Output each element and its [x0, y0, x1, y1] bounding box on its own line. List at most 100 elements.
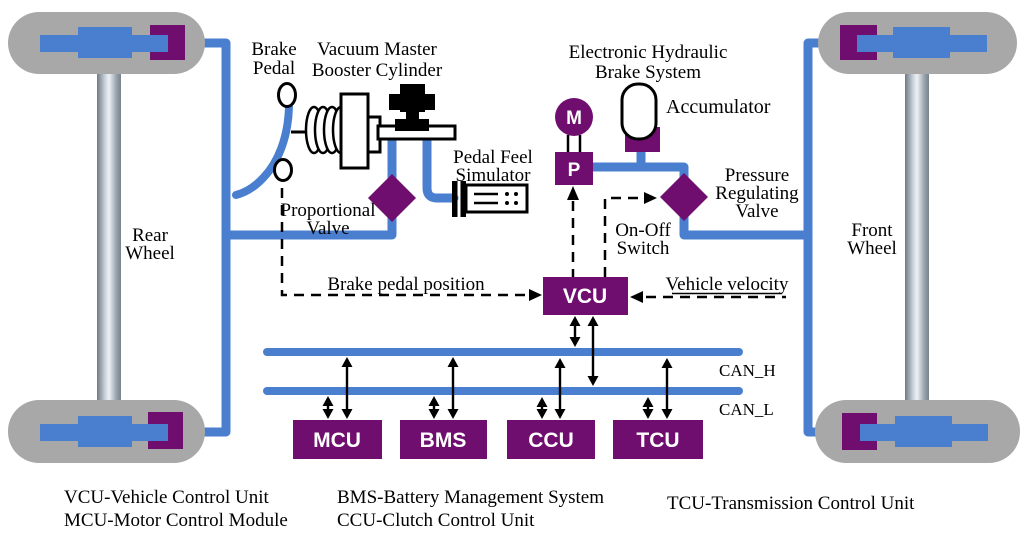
rear-wheel-label: Rear	[132, 225, 169, 246]
arrowhead	[536, 409, 548, 419]
motor-icon	[555, 98, 593, 136]
vehicle-velocity-label: Vehicle velocity	[666, 274, 789, 295]
can-arrows	[322, 316, 673, 419]
brake-pedal-arm	[232, 103, 293, 199]
arrowhead	[322, 409, 334, 419]
wheel-cylinder-body	[78, 416, 132, 447]
pressure-regulating-valve-label: Pressure	[725, 165, 789, 186]
pressure-regulating-valve-icon	[660, 173, 708, 221]
mcu-label: MCU	[313, 429, 361, 452]
arrowhead-left	[630, 291, 643, 303]
can-double-arrow	[341, 357, 353, 419]
vacuum-booster-icon	[304, 84, 457, 170]
brake-pedal-position-label: Brake pedal position	[327, 274, 485, 295]
arrowhead	[341, 409, 353, 419]
rear-brake-circuit-pipe	[179, 38, 231, 437]
can-double-arrow	[554, 358, 566, 419]
ehb-label: Electronic Hydraulic	[569, 42, 728, 63]
arrowhead	[322, 396, 334, 406]
pedal-pivot-bottom	[273, 158, 293, 182]
front-wheel-label: Front	[851, 220, 893, 241]
pump-icon	[555, 152, 593, 185]
can-l-label: CAN_L	[719, 400, 774, 419]
arrowhead	[554, 358, 566, 368]
legend-vcu: VCU-Vehicle Control Unit	[64, 487, 269, 508]
ehb-label: Brake System	[595, 62, 701, 83]
can-double-arrow	[536, 397, 548, 419]
can-h-label: CAN_H	[719, 361, 776, 380]
arrowhead	[661, 409, 673, 419]
can-double-arrow	[322, 396, 334, 419]
vcu-label: VCU	[563, 285, 607, 308]
tcu-box	[613, 420, 703, 459]
arrowhead-right	[644, 192, 657, 204]
legend-ccu: CCU-Clutch Control Unit	[337, 510, 535, 531]
rear-axle	[97, 70, 121, 404]
ccu-label: CCU	[528, 429, 574, 452]
rear-wheel-label: Wheel	[125, 243, 175, 264]
vcu-to-onoff-switch-signal	[603, 196, 640, 277]
arrowhead	[447, 409, 459, 419]
arrowhead	[428, 396, 440, 406]
ccu-box	[507, 420, 595, 459]
pedal-feel-simulator-label: Simulator	[456, 165, 532, 186]
arrowhead	[587, 316, 599, 326]
simulator-pipe	[422, 127, 459, 203]
can-double-arrow	[642, 397, 654, 419]
wheel-cylinder-body	[895, 416, 952, 447]
pedal-pivot-top	[277, 82, 297, 108]
on-off-switch-label: Switch	[617, 238, 670, 259]
vacuum-booster-label: Vacuum Master	[317, 39, 437, 60]
vcu-box	[543, 277, 628, 315]
brake-pedal-label: Brake	[251, 39, 296, 60]
bms-label: BMS	[420, 429, 467, 452]
arrowhead	[569, 337, 581, 347]
front-right-wheel-top	[818, 12, 1017, 74]
tcu-label: TCU	[636, 429, 679, 452]
pressure-regulating-valve-label: Valve	[735, 201, 778, 222]
arrowhead	[428, 409, 440, 419]
wheel-cylinder-body	[893, 27, 950, 58]
can-double-arrow	[587, 316, 599, 386]
arrowhead	[447, 357, 459, 367]
rear-feed-pipe	[221, 127, 397, 240]
arrowhead-right	[529, 289, 542, 301]
proportional-valve-label: Valve	[306, 218, 349, 239]
pedal-feel-simulator-label: Pedal Feel	[453, 147, 533, 168]
accumulator-icon	[620, 82, 658, 141]
motor-label: M	[566, 108, 582, 129]
vacuum-booster-label: Booster Cylinder	[312, 60, 443, 81]
accumulator-label: Accumulator	[666, 96, 771, 118]
can-double-arrow	[569, 316, 581, 347]
brake-pedal-position-signal	[280, 188, 526, 297]
arrowhead-up	[567, 186, 579, 200]
legend-tcu: TCU-Transmission Control Unit	[667, 493, 915, 514]
arrowhead	[661, 358, 673, 368]
brake-pedal-label: Pedal	[253, 58, 295, 79]
rear-left-wheel-bottom	[8, 400, 205, 463]
front-brake-circuit-pipe	[803, 38, 849, 437]
mcu-box	[293, 420, 382, 459]
proportional-valve-label: Proportional	[281, 200, 376, 221]
pressure-regulating-valve-label: Regulating	[715, 183, 799, 204]
arrowhead	[341, 357, 353, 367]
arrowhead	[642, 397, 654, 407]
pump-label: P	[568, 160, 581, 181]
front-wheel-label: Wheel	[847, 238, 897, 259]
front-right-wheel-bottom	[815, 400, 1020, 463]
rear-left-wheel	[8, 12, 205, 74]
pedal-feel-simulator-icon	[452, 181, 529, 217]
arrowhead	[569, 316, 581, 326]
on-off-switch-label: On-Off	[615, 220, 671, 241]
arrowhead	[554, 409, 566, 419]
legend-bms: BMS-Battery Management System	[337, 487, 604, 508]
arrowhead	[642, 409, 654, 419]
can-double-arrow	[447, 357, 459, 419]
can-double-arrow	[428, 396, 440, 419]
bms-box	[400, 420, 487, 459]
can-double-arrow	[661, 358, 673, 419]
proportional-valve-icon	[368, 174, 416, 222]
arrowhead	[536, 397, 548, 407]
